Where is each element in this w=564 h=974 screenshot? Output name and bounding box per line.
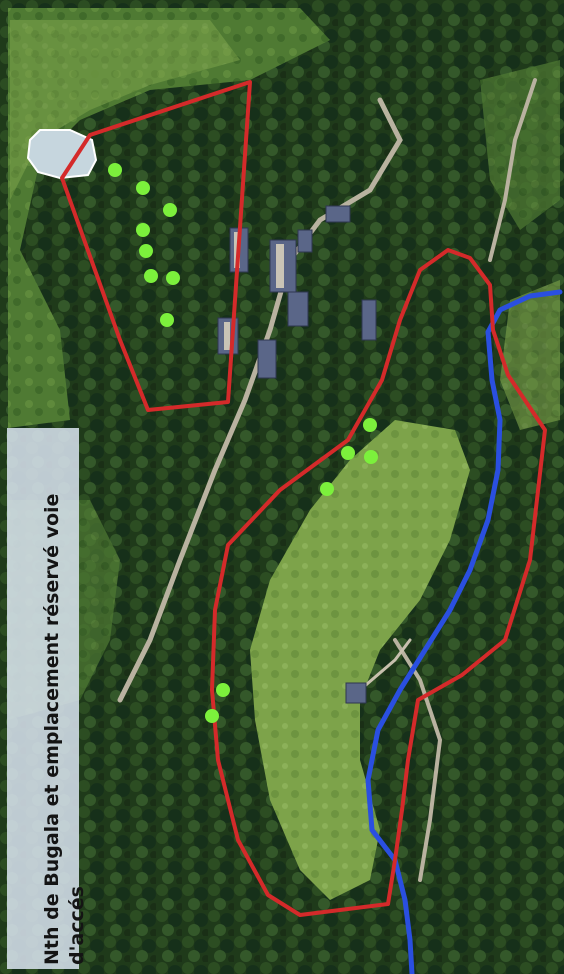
pond (26, 129, 98, 180)
marker-point (136, 223, 150, 237)
marker-point (205, 709, 219, 723)
marker-point (341, 446, 355, 460)
marker-point (216, 683, 230, 697)
meadow-northwest-light (10, 20, 240, 200)
meadow-east (500, 280, 560, 430)
marker-point (163, 203, 177, 217)
caption-panel (7, 428, 79, 969)
zone-boundary-south (210, 248, 547, 917)
marker-point (166, 271, 180, 285)
meadow-northwest (8, 8, 330, 428)
meadow-far-east (480, 60, 560, 230)
zone-boundary-north (60, 80, 252, 412)
marker-point (144, 269, 158, 283)
map-caption: Nth de Bugala et emplacement réservé voi… (41, 493, 88, 965)
road-east (488, 78, 537, 262)
marker-point (136, 181, 150, 195)
point-markers (108, 163, 378, 723)
marker-point (363, 418, 377, 432)
marker-point (139, 244, 153, 258)
marker-point (160, 313, 174, 327)
road-main (117, 97, 403, 703)
marker-point (320, 482, 334, 496)
marker-point (108, 163, 122, 177)
road-spur (358, 638, 412, 692)
meadow-south (250, 420, 470, 900)
marker-point (364, 450, 378, 464)
